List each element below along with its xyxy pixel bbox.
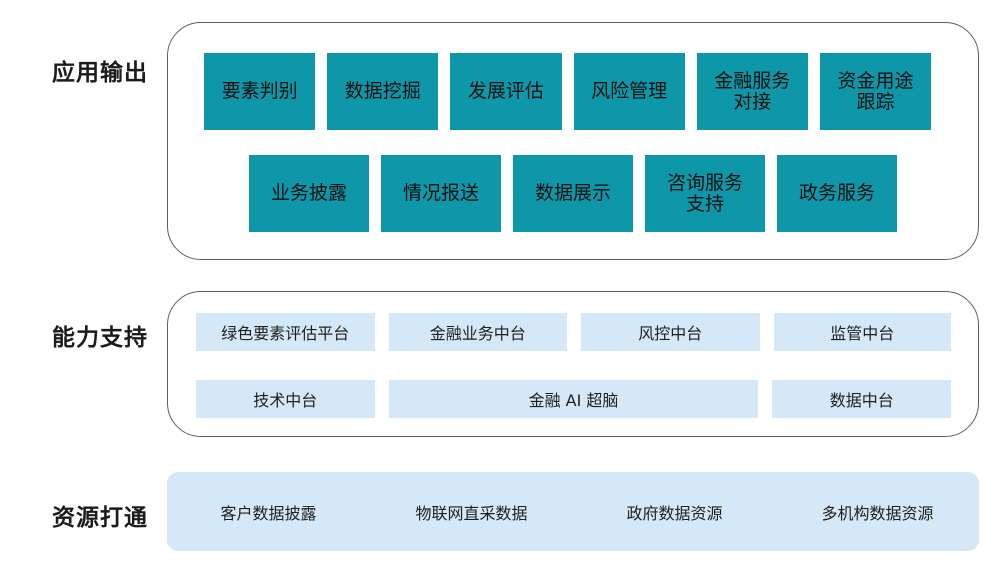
- app-chip-shujuwajue[interactable]: 数据挖掘: [327, 53, 439, 130]
- tier-label-capability-support: 能力支持: [52, 325, 148, 351]
- plat-chip-jinrongyewuzhongtai[interactable]: 金融业务中台: [388, 313, 567, 351]
- application-output-row-1: 要素判别 数据挖掘 发展评估 风险管理 金融服务 对接 资金用途 跟踪: [204, 53, 932, 130]
- plat-chip-jinrong-ai-chaonao[interactable]: 金融 AI 超脑: [388, 380, 759, 418]
- app-chip-qingkuangbaosong[interactable]: 情况报送: [381, 155, 501, 232]
- app-chip-fengxianguanli[interactable]: 风险管理: [573, 53, 685, 130]
- plat-chip-jianguanzhongtai[interactable]: 监管中台: [773, 313, 952, 351]
- app-chip-shujuzhanshi[interactable]: 数据展示: [513, 155, 633, 232]
- app-chip-yaosupanbie[interactable]: 要素判别: [204, 53, 316, 130]
- resource-item-kehushujupilu[interactable]: 客户数据披露: [220, 503, 317, 523]
- app-chip-zhengwufuwu[interactable]: 政务服务: [777, 155, 897, 232]
- app-chip-zijinyongtugenzong[interactable]: 资金用途 跟踪: [819, 53, 932, 130]
- plat-chip-shujuzhongtai[interactable]: 数据中台: [772, 380, 951, 418]
- plat-chip-fengkongzhongtai[interactable]: 风控中台: [581, 313, 760, 351]
- app-chip-fazhanpinggu[interactable]: 发展评估: [450, 53, 562, 130]
- tier-label-resource-integration: 资源打通: [52, 505, 148, 531]
- resource-item-duojigoushujuziyuan[interactable]: 多机构数据资源: [821, 503, 934, 523]
- plat-chip-lusheyaosupingguopingtai[interactable]: 绿色要素评估平台: [196, 313, 375, 351]
- app-chip-jinrongfuwuduijie[interactable]: 金融服务 对接: [696, 53, 808, 130]
- application-output-row-2: 业务披露 情况报送 数据展示 咨询服务 支持 政务服务: [249, 155, 897, 232]
- resource-item-wulianwangzhicaishuju[interactable]: 物联网直采数据: [415, 503, 528, 523]
- resource-item-zhengfushujuziyuan[interactable]: 政府数据资源: [626, 503, 723, 523]
- capability-support-row-1: 绿色要素评估平台 金融业务中台 风控中台 监管中台: [196, 313, 952, 351]
- app-chip-yewupilu[interactable]: 业务披露: [249, 155, 369, 232]
- app-chip-zixunfuwuzhichi[interactable]: 咨询服务 支持: [645, 155, 765, 232]
- capability-support-row-2: 技术中台 金融 AI 超脑 数据中台: [196, 380, 951, 418]
- plat-chip-jishuzhongtai[interactable]: 技术中台: [196, 380, 375, 418]
- tier-label-application-output: 应用输出: [52, 60, 148, 86]
- resource-integration-bar: 客户数据披露 物联网直采数据 政府数据资源 多机构数据资源: [167, 472, 979, 551]
